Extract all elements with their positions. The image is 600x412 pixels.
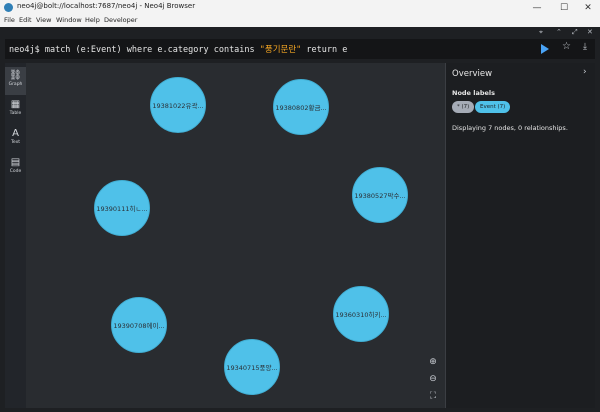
query-text[interactable]: neo4j$ match (e:Event) where e.category … — [9, 43, 347, 55]
zoom-in-icon[interactable]: ⊕ — [429, 357, 437, 367]
graph-node[interactable]: 19340715풍양... — [224, 339, 280, 395]
tab-text-label: Text — [10, 140, 21, 145]
query-prompt: neo4j$ — [9, 45, 40, 55]
graph-node[interactable]: 19380527막수... — [352, 167, 408, 223]
graph-node[interactable]: 19381022유곽... — [150, 77, 206, 133]
result-summary: Displaying 7 nodes, 0 relationships. — [452, 124, 568, 132]
tab-graph-label: Graph — [8, 82, 23, 87]
tab-code[interactable]: ▤ Code — [5, 154, 26, 182]
tab-table-label: Table — [9, 111, 22, 116]
graph-icon: ⛓ — [9, 70, 22, 81]
label-pill-all[interactable]: * (7) — [452, 101, 475, 113]
tab-text[interactable]: A Text — [5, 125, 26, 153]
node-caption: 19390708에이... — [113, 322, 165, 330]
title-bar: neo4j@bolt://localhost:7687/neo4j - Neo4… — [0, 0, 600, 15]
query-tail: return e — [301, 45, 348, 55]
menu-developer[interactable]: Developer — [104, 16, 138, 24]
close-frame-icon[interactable]: ✕ — [587, 28, 593, 36]
fit-to-screen-icon[interactable]: ⛶ — [429, 391, 437, 401]
fullscreen-icon[interactable]: ⤢ — [572, 28, 578, 36]
node-caption: 19340715풍양... — [226, 364, 278, 372]
minimize-button[interactable]: — — [532, 2, 542, 13]
graph-node[interactable]: 19360310히키... — [333, 286, 389, 342]
neo4j-app-icon — [4, 3, 13, 12]
menu-edit[interactable]: Edit — [19, 16, 32, 24]
node-caption: 19360310히키... — [335, 311, 387, 319]
run-query-button[interactable] — [541, 44, 549, 54]
maximize-button[interactable]: ☐ — [559, 2, 569, 13]
text-icon: A — [12, 128, 19, 139]
graph-node[interactable]: 19390111히ㄴ... — [94, 180, 150, 236]
menu-help[interactable]: Help — [85, 16, 100, 24]
graph-canvas[interactable]: 19381022유곽... 19380802황금... 19390111히ㄴ..… — [26, 63, 445, 408]
tab-graph[interactable]: ⛓ Graph — [5, 67, 26, 95]
zoom-out-icon[interactable]: ⊖ — [429, 374, 437, 384]
menu-file[interactable]: File — [4, 16, 15, 24]
menu-window[interactable]: Window — [56, 16, 82, 24]
chevron-right-icon[interactable]: › — [583, 67, 587, 77]
node-labels-heading: Node labels — [452, 89, 496, 97]
pin-icon[interactable]: ⌖ — [539, 28, 543, 36]
close-button[interactable]: ✕ — [584, 2, 592, 13]
node-caption: 19390111히ㄴ... — [96, 205, 148, 213]
overview-title: Overview — [452, 69, 493, 79]
menu-bar: File Edit View Window Help Developer — [0, 15, 600, 27]
download-icon[interactable]: ⤓ — [583, 42, 587, 52]
collapse-icon[interactable]: ⌃ — [556, 28, 562, 36]
node-caption: 19381022유곽... — [152, 102, 204, 110]
node-caption: 19380802황금... — [275, 104, 327, 112]
favorite-star-icon[interactable]: ☆ — [562, 41, 571, 52]
query-body: match (e:Event) where e.category contain… — [39, 45, 260, 55]
query-string: "풍기문란" — [259, 45, 302, 55]
menu-view[interactable]: View — [36, 16, 52, 24]
label-pill-event[interactable]: Event (7) — [475, 101, 511, 113]
overview-panel: Overview › Node labels * (7) Event (7) D… — [445, 63, 595, 408]
tab-code-label: Code — [9, 169, 22, 174]
window-title: neo4j@bolt://localhost:7687/neo4j - Neo4… — [17, 2, 196, 10]
neo4j-browser: ⌖ ⌃ ⤢ ✕ neo4j$ match (e:Event) where e.c… — [0, 27, 600, 412]
graph-node[interactable]: 19380802황금... — [273, 79, 329, 135]
code-icon: ▤ — [10, 157, 21, 168]
view-sidebar: ⛓ Graph ▦ Table A Text ▤ Code — [5, 63, 26, 408]
graph-node[interactable]: 19390708에이... — [111, 297, 167, 353]
frame-toolbar: ⌖ ⌃ ⤢ ✕ — [0, 27, 600, 39]
node-caption: 19380527막수... — [354, 192, 406, 200]
query-editor[interactable]: neo4j$ match (e:Event) where e.category … — [5, 39, 595, 59]
result-frame: ⛓ Graph ▦ Table A Text ▤ Code 19381022유곽… — [5, 63, 595, 408]
table-icon: ▦ — [10, 99, 21, 110]
tab-table[interactable]: ▦ Table — [5, 96, 26, 124]
